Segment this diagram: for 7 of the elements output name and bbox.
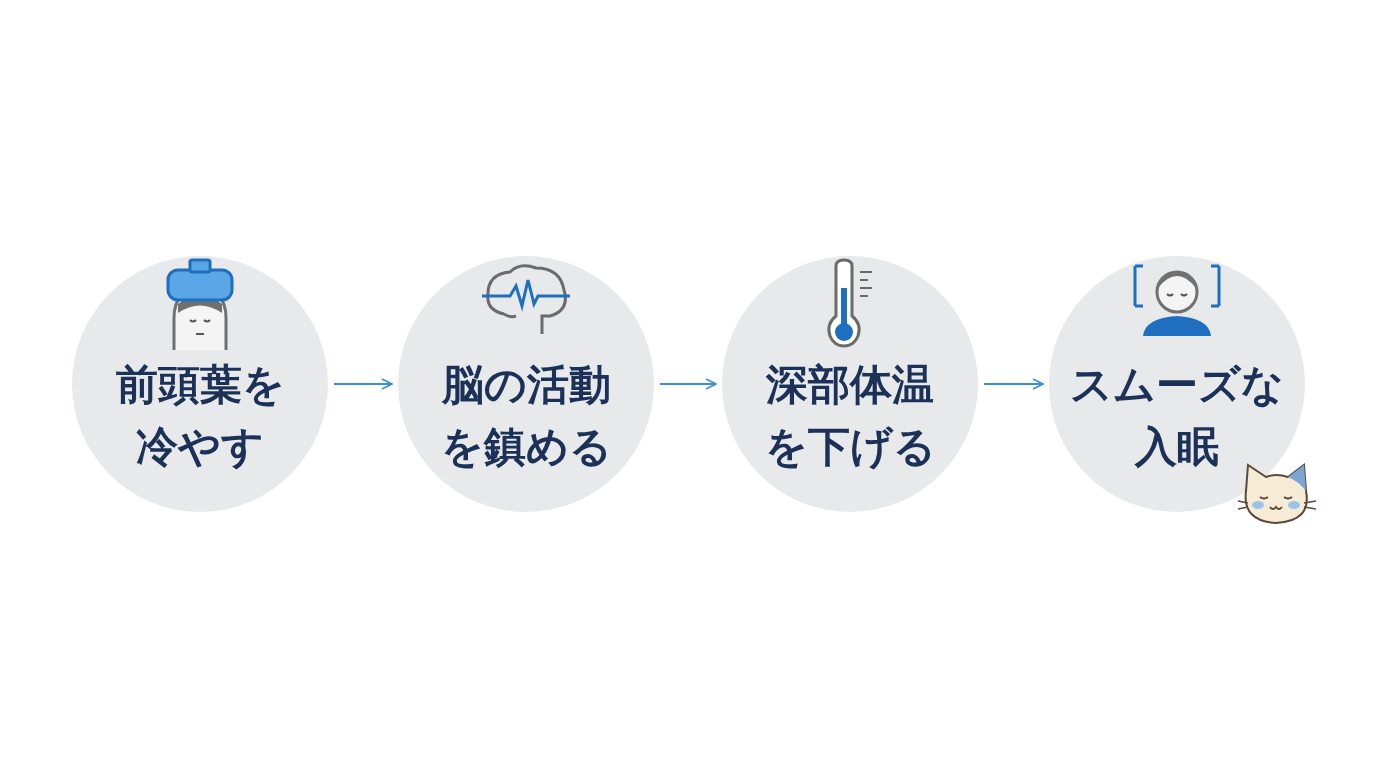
step-text: 脳の活動を鎮める [439, 359, 613, 473]
arrow [333, 378, 393, 390]
step-text: 深部体温を下げる [763, 359, 937, 473]
step-text: 前頭葉を冷やす [114, 359, 286, 473]
arrow [659, 378, 717, 390]
step-text: スムーズな入眠 [1069, 359, 1285, 473]
arrow [983, 378, 1044, 390]
